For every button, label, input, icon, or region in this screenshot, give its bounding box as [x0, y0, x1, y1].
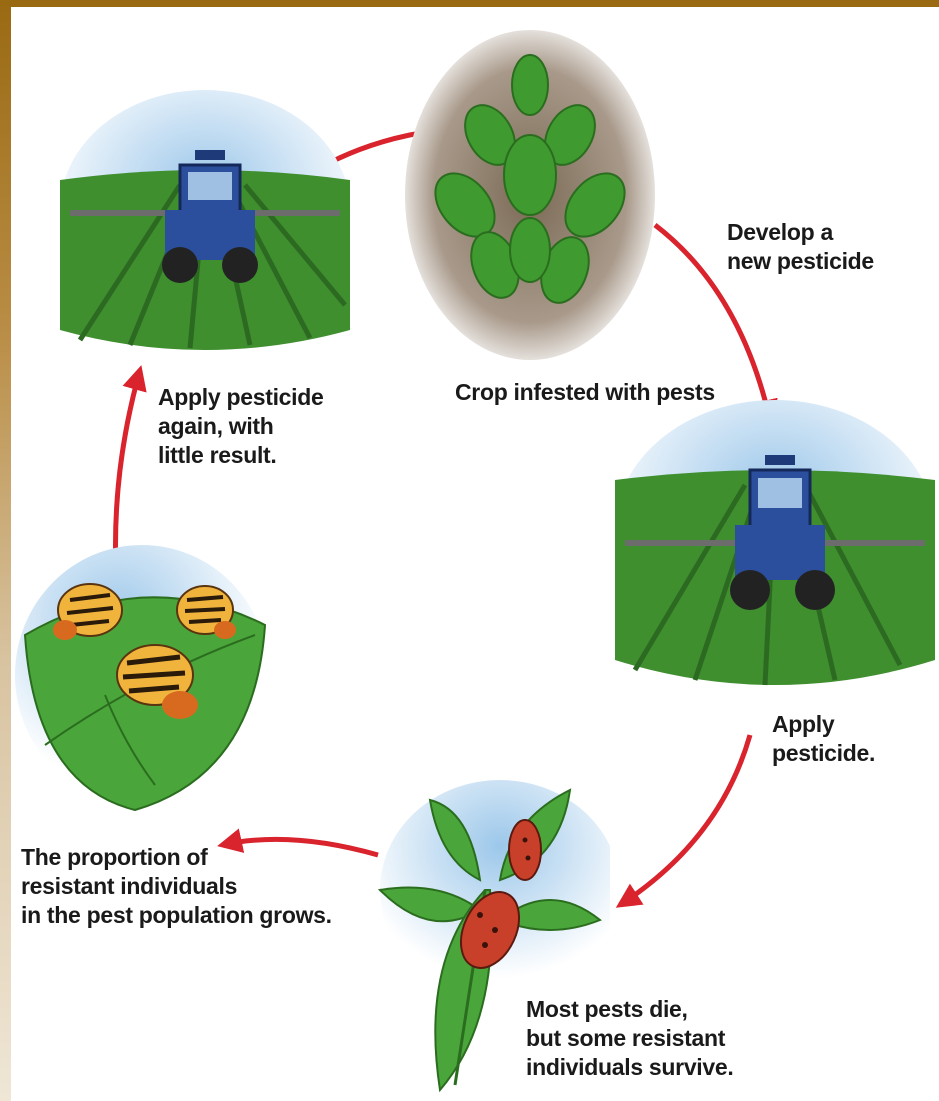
most-pests-die-label: Most pests die, but some resistant indiv…: [526, 995, 733, 1082]
tractor-field-icon-2: [615, 400, 935, 700]
apply-pesticide-label: Apply pesticide.: [772, 710, 939, 768]
apply-again-label: Apply pesticide again, with little resul…: [158, 383, 324, 470]
crop-infested-label: Crop infested with pests: [455, 378, 715, 407]
potato-beetle-icon: [15, 545, 270, 815]
arrow-left: [116, 370, 141, 570]
infested-plant-icon: [405, 25, 655, 360]
proportion-grows-label: The proportion of resistant individuals …: [21, 843, 332, 930]
tractor-field-icon: [60, 90, 350, 360]
arrow-lower-right: [620, 735, 750, 905]
develop-pesticide-label: Develop a new pesticide: [727, 218, 874, 276]
